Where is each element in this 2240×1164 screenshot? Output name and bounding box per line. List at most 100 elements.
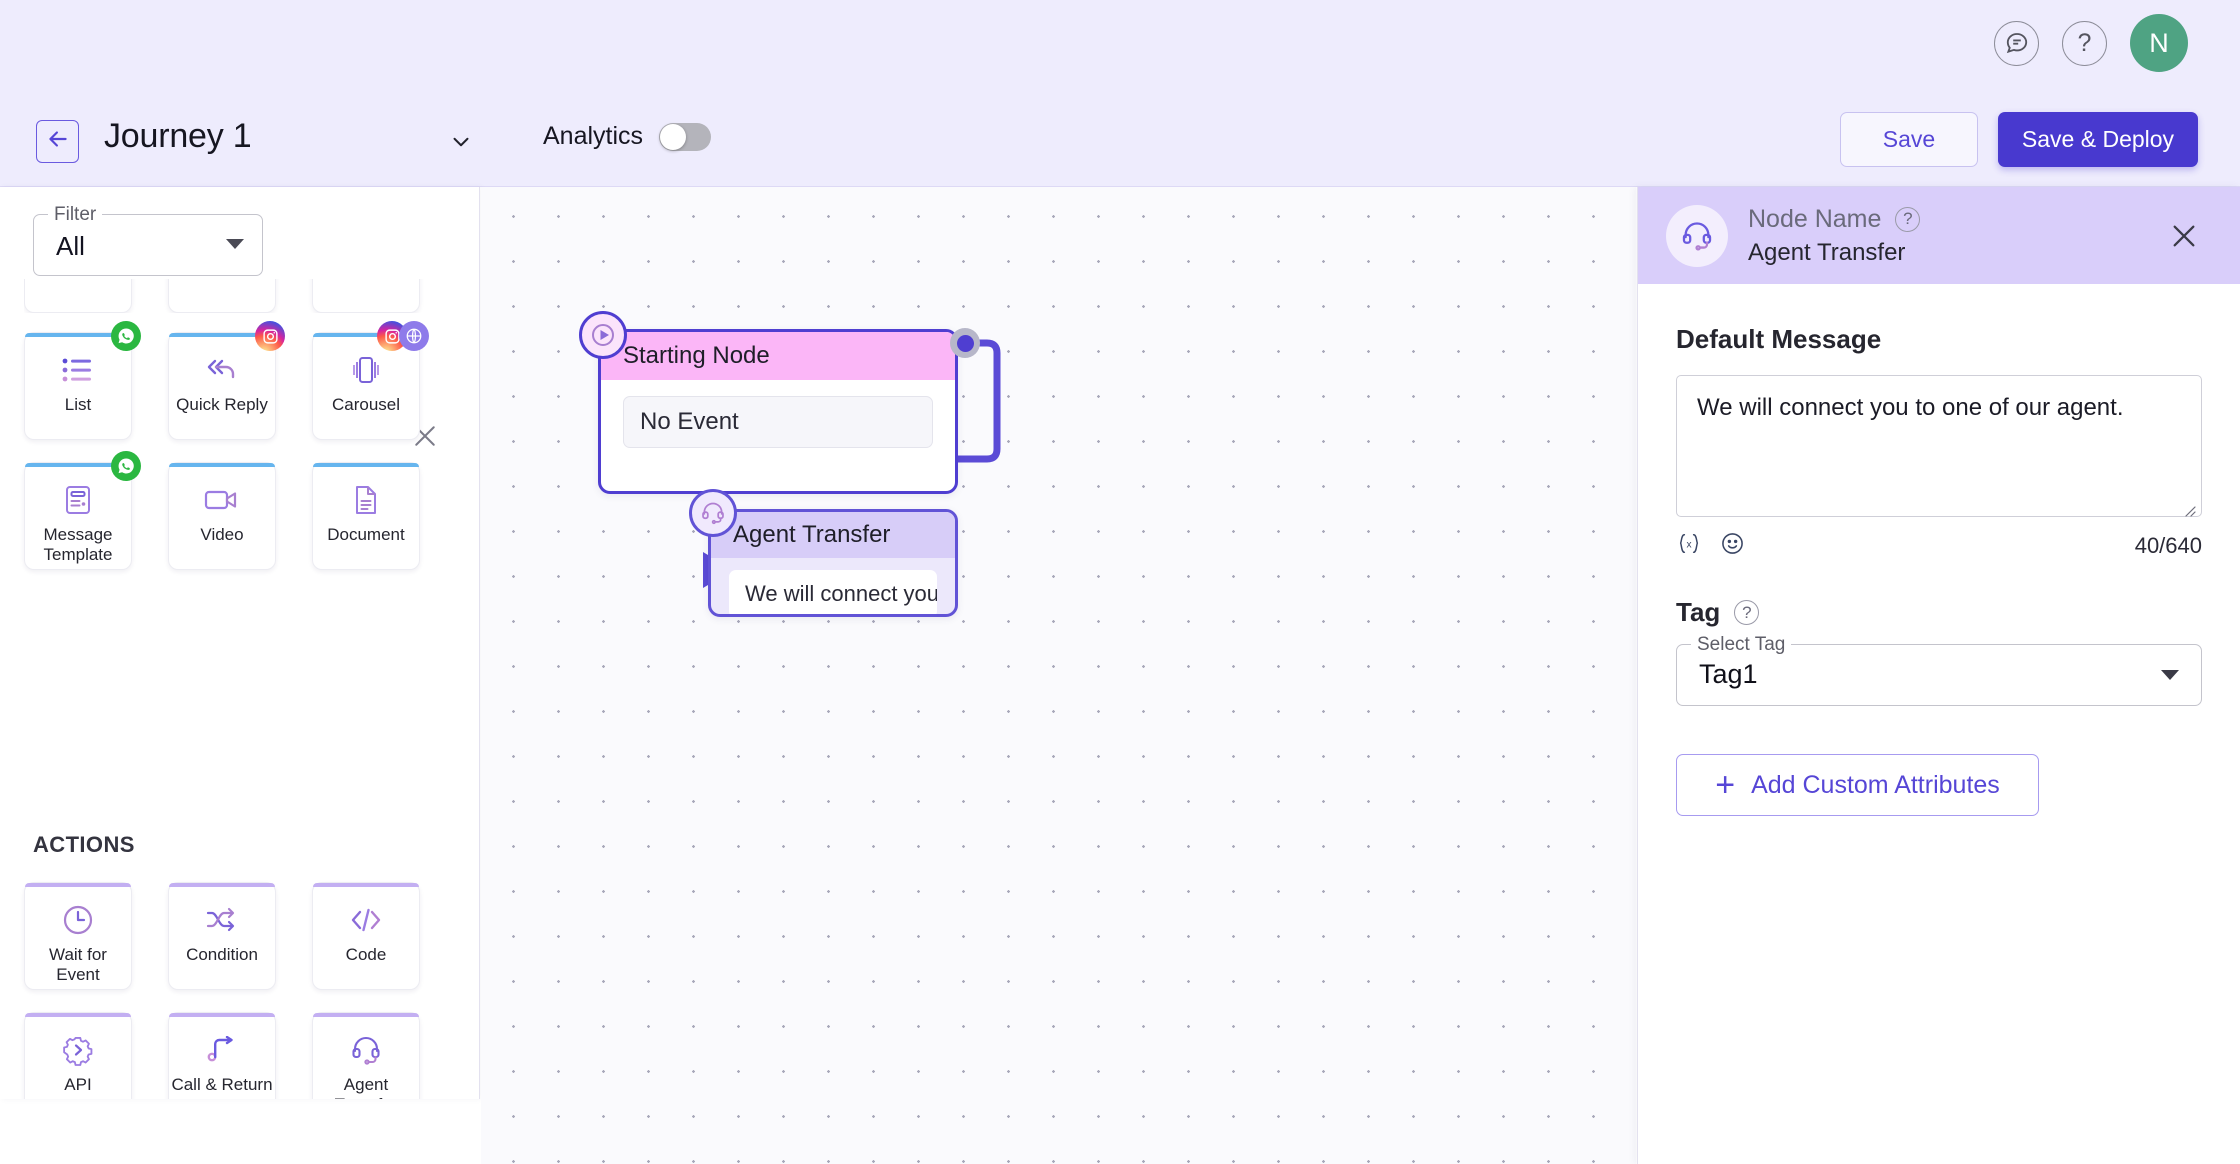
page-title: Journey 1 (104, 117, 252, 155)
analytics-toggle[interactable] (659, 122, 712, 151)
smiley-icon[interactable] (1720, 531, 1745, 561)
palette-partial-row-clip: Text Image Button (24, 279, 464, 313)
palette-card-quick-reply[interactable]: Quick Reply (168, 321, 285, 440)
palette-card-call-and-return[interactable]: Call & Return (168, 1012, 276, 1099)
filter-legend: Filter (48, 204, 103, 226)
chevron-down-icon (226, 239, 244, 249)
add-custom-attributes-label: Add Custom Attributes (1751, 770, 2000, 799)
avatar[interactable]: N (2130, 14, 2188, 72)
card-accent-bar (313, 333, 419, 337)
palette-card-label: API (64, 1075, 92, 1094)
card-accent-bar (25, 883, 131, 887)
chevron-down-icon[interactable] (445, 126, 477, 158)
document-icon (352, 483, 380, 517)
gear-icon (62, 1033, 94, 1067)
bullet-list-icon (61, 353, 95, 387)
filter-value: All (56, 231, 85, 261)
palette-card-code[interactable]: Code (312, 882, 420, 990)
panel-body: Default Message We will connect you to o… (1638, 284, 2240, 816)
palette-card-label: Quick Reply (176, 395, 268, 414)
card-accent-bar (169, 883, 275, 887)
headset-icon (689, 489, 737, 537)
card-accent-bar (313, 883, 419, 887)
actions-heading: ACTIONS (33, 832, 135, 857)
palette-message-cards: List (24, 321, 464, 592)
palette-row: Message Template Video (24, 451, 464, 570)
tag-title: Tag (1676, 597, 1721, 627)
palette-row-partial: Text Image Button (24, 279, 464, 313)
tag-title-row: Tag ? (1676, 597, 2202, 628)
add-custom-attributes-button[interactable]: + Add Custom Attributes (1676, 754, 2039, 816)
card-accent-bar (25, 463, 131, 467)
default-message-title: Default Message (1676, 324, 1882, 354)
headset-icon (1666, 204, 1728, 267)
question-mark-icon[interactable]: ? (1734, 600, 1760, 625)
palette-card-video[interactable]: Video (168, 462, 276, 570)
web-globe-icon (399, 321, 429, 351)
save-button[interactable]: Save (1840, 112, 1978, 167)
palette-card-text[interactable]: Text (24, 279, 132, 313)
card-accent-bar (25, 1013, 131, 1017)
textarea-tools: x (1676, 531, 1745, 561)
palette-card-label: Agent Transfer (335, 1075, 398, 1099)
resize-grip-icon[interactable] (2180, 496, 2196, 517)
flow-canvas[interactable]: Starting Node No Event Agent Transfer We… (481, 187, 1636, 1164)
analytics-label: Analytics (543, 122, 644, 150)
palette-card-button[interactable]: Button (312, 279, 420, 313)
textarea-meta-row: x 40/640 (1676, 531, 2202, 561)
plus-icon: + (1715, 766, 1736, 804)
palette-card-document[interactable]: Document (312, 462, 420, 570)
palette-card-carousel[interactable]: Carousel (312, 321, 429, 440)
carousel-icon (349, 353, 383, 387)
whatsapp-icon (111, 321, 141, 351)
question-mark-icon[interactable]: ? (2062, 20, 2107, 66)
channel-badges (111, 321, 141, 351)
node-output-port[interactable] (950, 328, 980, 358)
select-tag-value: Tag1 (1699, 659, 1758, 689)
palette-card-image[interactable]: Image (168, 279, 276, 313)
default-message-textarea[interactable]: We will connect you to one of our agent. (1676, 375, 2202, 517)
arrow-left-icon (45, 126, 71, 157)
palette-card-api[interactable]: API (24, 1012, 132, 1099)
palette-card-message-template[interactable]: Message Template (24, 451, 141, 570)
reply-arrow-icon (204, 353, 240, 387)
back-button[interactable] (36, 120, 79, 163)
palette-card-wait-for-event[interactable]: Wait for Event (24, 882, 132, 990)
palette-row: List (24, 321, 464, 440)
palette-card-label: Video (200, 525, 244, 544)
node-header: Starting Node (601, 332, 955, 380)
card-accent-bar (313, 1013, 419, 1017)
node-name-value: Agent Transfer (1748, 238, 1906, 266)
default-message-value: We will connect you to one of our agent. (1697, 394, 2124, 421)
chevron-down-icon (2161, 670, 2179, 680)
node-event-field[interactable]: No Event (623, 396, 933, 448)
save-and-deploy-button[interactable]: Save & Deploy (1998, 112, 2198, 167)
code-brackets-icon (349, 903, 383, 937)
palette-row: Wait for Event Condition (24, 882, 464, 990)
filter-select[interactable]: Filter All (33, 204, 263, 276)
palette-card-agent-transfer[interactable]: Agent Transfer (312, 1012, 420, 1099)
message-template-icon (63, 483, 93, 517)
panel-node-name-row: Node Name ? (1748, 204, 1921, 234)
close-panel-button[interactable] (2168, 220, 2200, 257)
select-tag-dropdown[interactable]: Select Tag Tag1 (1676, 634, 2202, 706)
top-bar-actions: Save Save & Deploy (1840, 112, 2198, 167)
analytics-toggle-group: Analytics (543, 122, 712, 151)
node-name-label: Node Name (1748, 204, 1882, 233)
node-agent-transfer[interactable]: Agent Transfer We will connect you to on… (708, 509, 958, 617)
node-message-field[interactable]: We will connect you to on… (729, 570, 937, 614)
chat-bubble-icon[interactable] (1994, 20, 2039, 66)
card-accent-bar (313, 463, 419, 467)
palette-card-condition[interactable]: Condition (168, 882, 276, 990)
character-counter: 40/640 (2134, 533, 2202, 558)
card-accent-bar (169, 463, 275, 467)
channel-badges (377, 321, 429, 351)
channel-badges (255, 321, 285, 351)
node-palette: Filter All Text Image (0, 187, 480, 1099)
node-starting-node[interactable]: Starting Node No Event (598, 329, 958, 494)
palette-card-list[interactable]: List (24, 321, 141, 440)
port-inner-dot (956, 334, 974, 352)
question-mark-icon[interactable]: ? (1895, 206, 1921, 232)
variable-icon[interactable]: x (1676, 532, 1702, 561)
palette-row: API Call & Return (24, 1012, 464, 1099)
